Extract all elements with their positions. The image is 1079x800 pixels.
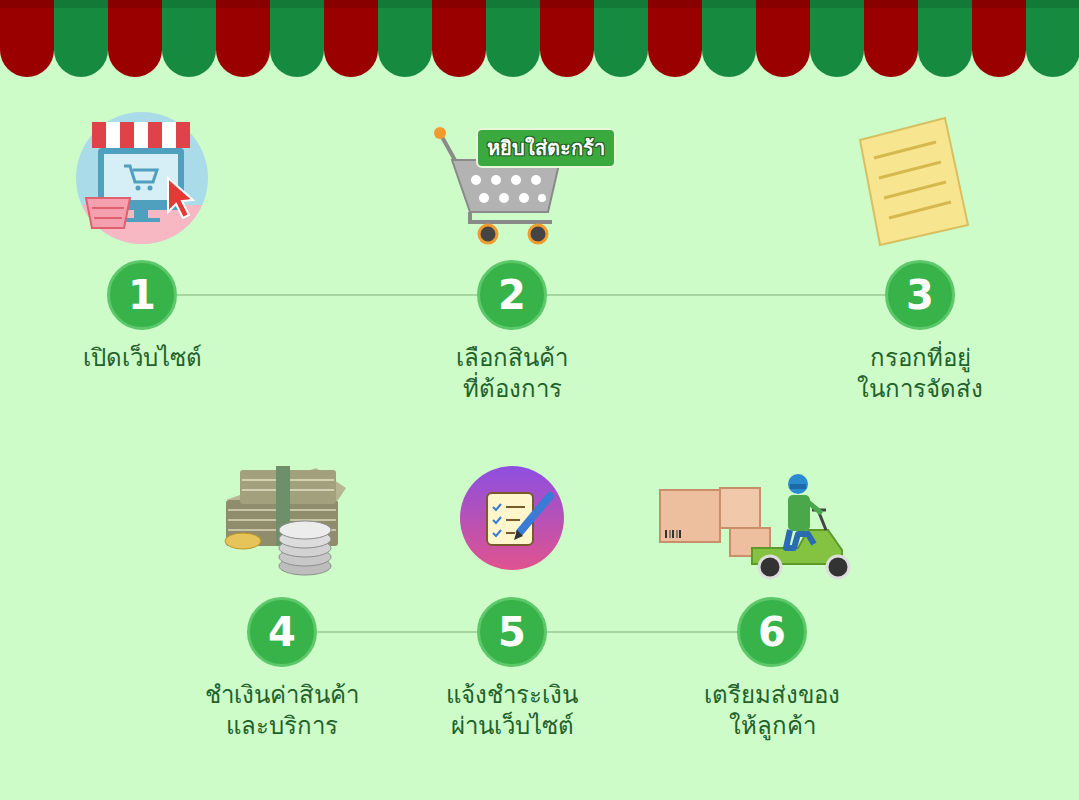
website-icon bbox=[70, 112, 220, 255]
delivery-icon-part bbox=[660, 490, 720, 542]
notepad-icon-part bbox=[506, 519, 520, 521]
delivery-icon-part bbox=[672, 530, 674, 538]
website-icon-part bbox=[168, 178, 193, 218]
delivery-icon bbox=[660, 474, 849, 578]
notepad-icon-part bbox=[493, 517, 501, 523]
step-caption: เตรียมส่งของ ให้ลูกค้า bbox=[701, 680, 843, 742]
notepad-icon-part bbox=[460, 466, 564, 570]
step-number: 6 bbox=[740, 600, 804, 664]
notepad-icon-part bbox=[506, 506, 525, 508]
step-caption: เปิดเว็บไซต์ bbox=[80, 343, 205, 374]
notepad-icon-part bbox=[514, 530, 523, 540]
website-icon-part bbox=[148, 186, 153, 191]
step-circle: 6เตรียมส่งของ ให้ลูกค้า bbox=[737, 597, 807, 667]
note-paper-icon-part bbox=[860, 118, 968, 245]
step-number: 3 bbox=[888, 263, 952, 327]
notepad-icon-part bbox=[493, 530, 501, 536]
step-caption: เลือกสินค้า ที่ต้องการ bbox=[453, 343, 571, 405]
awning bbox=[0, 0, 1079, 80]
delivery-icon-part bbox=[679, 530, 681, 538]
website-icon-part bbox=[176, 122, 190, 148]
delivery-icon-part bbox=[720, 488, 760, 528]
step-connector bbox=[317, 631, 477, 633]
cart-icon-part bbox=[434, 127, 446, 139]
step-number: 4 bbox=[250, 600, 314, 664]
cart-tag: หยิบใส่ตะกร้า bbox=[476, 128, 616, 168]
step-circle: 1เปิดเว็บไซต์ bbox=[107, 260, 177, 330]
cart-icon-part bbox=[479, 225, 497, 243]
delivery-icon-part bbox=[827, 556, 849, 578]
step-number: 2 bbox=[480, 263, 544, 327]
notepad-icon-part bbox=[520, 496, 550, 532]
step-circle: 2เลือกสินค้า ที่ต้องการ bbox=[477, 260, 547, 330]
delivery-icon-part bbox=[665, 530, 667, 538]
cart-icon-part bbox=[538, 194, 546, 202]
website-icon-part bbox=[94, 217, 122, 219]
cart-icon-part bbox=[479, 193, 489, 203]
step-caption: กรอกที่อยู่ ในการจัดส่ง bbox=[854, 343, 986, 405]
money-icon bbox=[225, 466, 346, 575]
cart-icon-part bbox=[470, 212, 552, 222]
note-paper-icon bbox=[860, 118, 968, 245]
delivery-icon-part bbox=[790, 484, 806, 489]
note-paper-icon-part bbox=[889, 202, 951, 218]
step-connector bbox=[547, 631, 737, 633]
website-icon-part bbox=[104, 154, 178, 200]
website-icon-part bbox=[106, 122, 120, 148]
step-circle: 4ชำเงินค่าสินค้า และบริการ bbox=[247, 597, 317, 667]
step-number: 1 bbox=[110, 263, 174, 327]
step-number: 5 bbox=[480, 600, 544, 664]
cart-icon-part bbox=[511, 175, 521, 185]
cart-icon-part bbox=[531, 175, 541, 185]
website-icon-part bbox=[122, 218, 160, 222]
delivery-icon-part bbox=[786, 530, 814, 548]
cart-icon-part bbox=[441, 135, 456, 162]
cart-icon-part bbox=[491, 175, 501, 185]
delivery-icon-part bbox=[677, 530, 678, 538]
website-icon-part bbox=[148, 122, 162, 148]
website-icon-part bbox=[134, 210, 148, 218]
cart-icon-part bbox=[499, 193, 509, 203]
website-icon-part bbox=[86, 198, 130, 228]
step-caption: แจ้งชำระเงิน ผ่านเว็บไซต์ bbox=[443, 680, 581, 742]
awning-part bbox=[0, 0, 1079, 80]
step-connector bbox=[547, 294, 885, 296]
step-caption: ชำเงินค่าสินค้า และบริการ bbox=[202, 680, 362, 742]
note-paper-icon-part bbox=[874, 142, 936, 158]
website-icon-part bbox=[136, 186, 141, 191]
money-icon-part bbox=[225, 533, 261, 549]
step-circle: 5แจ้งชำระเงิน ผ่านเว็บไซต์ bbox=[477, 597, 547, 667]
cart-icon-part bbox=[529, 225, 547, 243]
website-icon-part bbox=[120, 122, 134, 148]
delivery-icon-part bbox=[670, 530, 671, 538]
website-icon-part bbox=[124, 166, 157, 182]
website-icon-part bbox=[162, 122, 176, 148]
delivery-icon-part bbox=[788, 474, 808, 494]
notepad-icon-part bbox=[493, 504, 501, 510]
delivery-icon-part bbox=[808, 502, 820, 512]
note-paper-icon-part bbox=[879, 162, 941, 178]
notepad-icon bbox=[460, 466, 564, 570]
delivery-icon-part bbox=[759, 556, 781, 578]
cart-icon-part bbox=[519, 193, 529, 203]
cart-icon-part bbox=[471, 175, 481, 185]
notepad-icon-part bbox=[506, 532, 515, 534]
website-icon-part bbox=[92, 207, 124, 209]
step-circle: 3กรอกที่อยู่ ในการจัดส่ง bbox=[885, 260, 955, 330]
note-paper-icon-part bbox=[884, 182, 946, 198]
step-connector bbox=[177, 294, 477, 296]
website-icon-part bbox=[134, 122, 148, 148]
awning-part bbox=[0, 0, 1079, 8]
website-icon-part bbox=[92, 122, 106, 148]
money-icon-part bbox=[279, 521, 331, 539]
